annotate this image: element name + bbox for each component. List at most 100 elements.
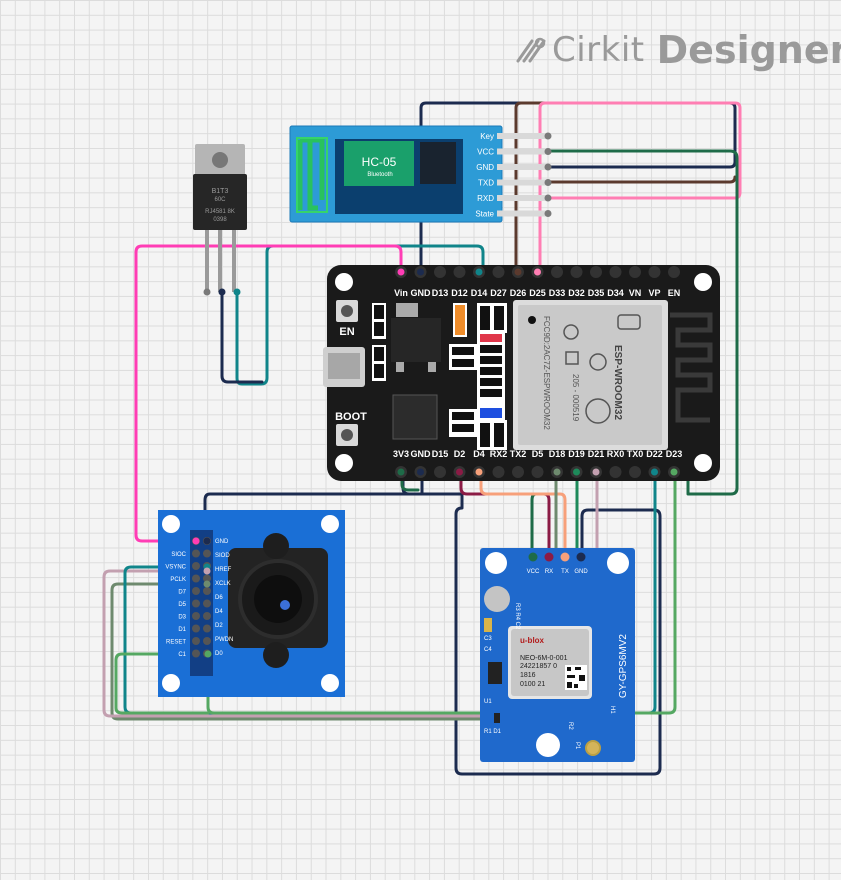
camera-pin-wire-end[interactable] [204, 650, 212, 658]
camera-pin[interactable] [203, 624, 211, 633]
hc05-pin[interactable] [497, 148, 547, 155]
esp32-top-pin[interactable] [492, 266, 505, 278]
esp32-bottom-pin[interactable] [531, 466, 544, 478]
hc05-pin-end[interactable] [544, 179, 552, 186]
wire-vin-camera[interactable] [134, 244, 403, 543]
hc05-pin[interactable] [497, 210, 547, 217]
esp32-top-pin[interactable] [648, 266, 661, 278]
hc05-pin-end[interactable] [544, 132, 552, 140]
esp32-top-pin[interactable] [609, 266, 622, 278]
ov7670-camera[interactable]: SIOCVSYNCPCLKD7D5D3D1RESETC1GNDSIODHREFX… [158, 510, 345, 697]
camera-pin[interactable] [192, 574, 200, 583]
camera-pin[interactable] [192, 562, 200, 570]
camera-pin[interactable] [203, 574, 211, 583]
camera-pin-wire-end[interactable] [203, 567, 211, 575]
esp32-bottom-pin[interactable] [512, 466, 524, 478]
hc05-pin[interactable] [497, 179, 547, 186]
camera-pin[interactable] [203, 637, 211, 645]
esp32-top-pin[interactable] [453, 266, 466, 278]
esp32-top-pin[interactable] [434, 266, 446, 278]
camera-pin[interactable] [192, 612, 200, 620]
hc05-pin[interactable] [497, 164, 547, 170]
esp32-top-pin[interactable] [668, 266, 680, 278]
wire-d25-rxd[interactable] [538, 101, 742, 274]
esp32-pin-wire-end[interactable] [592, 468, 600, 476]
esp32-bottom-pin-label: D22 [646, 449, 663, 459]
hc05-pin-end[interactable] [544, 194, 552, 202]
esp32-top-pin[interactable] [551, 266, 563, 278]
camera-pin[interactable] [203, 599, 211, 608]
wire-3v3-gps[interactable] [400, 470, 420, 492]
camera-pin[interactable] [192, 649, 200, 658]
esp32-bottom-pin[interactable] [434, 466, 446, 478]
esp32-pin-wire-end[interactable] [417, 268, 424, 276]
esp32-pin-wire-end[interactable] [670, 468, 678, 476]
wire-d2-gps-rx[interactable] [459, 470, 551, 559]
gps-pin[interactable] [560, 552, 570, 562]
esp32-top-pin-label: D25 [529, 288, 546, 298]
camera-right-pin-label: HREF [215, 567, 232, 573]
esp32-pin-wire-end[interactable] [514, 268, 522, 276]
gps-pin-label: RX [545, 569, 553, 575]
camera-mount-hole [162, 674, 180, 692]
esp32-top-pin[interactable] [629, 266, 641, 278]
hc05-pin-end[interactable] [544, 163, 552, 171]
gps-pin[interactable] [544, 552, 554, 562]
esp32-top-pin-label: D14 [471, 288, 488, 298]
wire-d4-gps-tx[interactable] [479, 470, 567, 559]
esp32-pin-wire-end[interactable] [475, 268, 483, 276]
camera-pin-wire-end[interactable] [203, 537, 211, 545]
esp32-pin-wire-end[interactable] [553, 468, 561, 476]
wire-d18-gps-vcc[interactable] [530, 470, 558, 559]
camera-pin[interactable] [203, 549, 211, 558]
camera-pin[interactable] [192, 637, 200, 645]
esp32-board[interactable]: EN BOOT FCC9D:2AC7Z-ESPWROOM32 205 - 000… [323, 265, 720, 481]
gps-chip-brand: u-blox [520, 636, 545, 645]
camera-pin[interactable] [192, 549, 200, 558]
wire-gnd-gps[interactable] [420, 492, 662, 776]
gps-label-c3: C3 [484, 636, 492, 642]
camera-pin[interactable] [192, 587, 200, 595]
esp32-pin-wire-end[interactable] [397, 468, 405, 476]
esp32-bottom-pin-label: D18 [549, 449, 566, 459]
gps-module[interactable]: u-blox NEO-6M-0-001 24221857 0 1816 0100… [480, 548, 635, 762]
esp32-pin-wire-end[interactable] [397, 268, 405, 276]
wire-pwdn-camera[interactable] [114, 652, 210, 715]
hc05-pin-end[interactable] [544, 210, 552, 217]
camera-pin[interactable] [192, 624, 200, 633]
camera-pin[interactable] [203, 587, 211, 595]
esp32-bottom-pin-label: D5 [532, 449, 544, 459]
wire-d26-txd[interactable] [514, 101, 737, 274]
hc05-pin[interactable] [497, 195, 547, 201]
esp32-top-pin-label: EN [668, 288, 681, 298]
esp32-pin-wire-end[interactable] [534, 268, 541, 276]
wire-vcc-hc05[interactable] [546, 149, 739, 496]
esp32-top-pin-label: D12 [451, 288, 468, 298]
camera-left-pin-label: RESET [166, 640, 186, 646]
hc05-pin-end[interactable] [544, 148, 552, 155]
esp32-mount-hole [335, 454, 353, 472]
camera-pin[interactable] [192, 599, 200, 608]
camera-pin-wire-end[interactable] [192, 537, 200, 545]
hc05-pin[interactable] [497, 133, 547, 139]
esp32-pin-wire-end[interactable] [475, 468, 483, 476]
gps-pin[interactable] [528, 552, 538, 562]
wire-gnd-regulator[interactable] [220, 290, 264, 384]
reg-line2: 60C [214, 197, 226, 203]
esp32-bottom-pin[interactable] [492, 466, 505, 478]
esp32-top-pin[interactable] [590, 266, 602, 278]
esp32-pin-wire-end[interactable] [651, 468, 658, 476]
wire-d22-camera[interactable] [206, 470, 677, 715]
esp32-pin-wire-end[interactable] [456, 468, 463, 476]
camera-pin[interactable] [203, 612, 211, 620]
esp32-top-pin-label: VP [648, 288, 660, 298]
gps-pin[interactable] [576, 552, 586, 562]
esp32-pin-wire-end[interactable] [573, 468, 580, 476]
camera-pin-wire-end[interactable] [203, 580, 211, 588]
voltage-regulator[interactable]: B1T3 60C RJ4581 8K 0398 [193, 144, 247, 296]
esp32-top-pin[interactable] [570, 266, 583, 278]
esp32-bottom-pin[interactable] [629, 466, 641, 478]
esp32-pin-wire-end[interactable] [417, 468, 424, 476]
esp32-bottom-pin[interactable] [609, 466, 622, 478]
